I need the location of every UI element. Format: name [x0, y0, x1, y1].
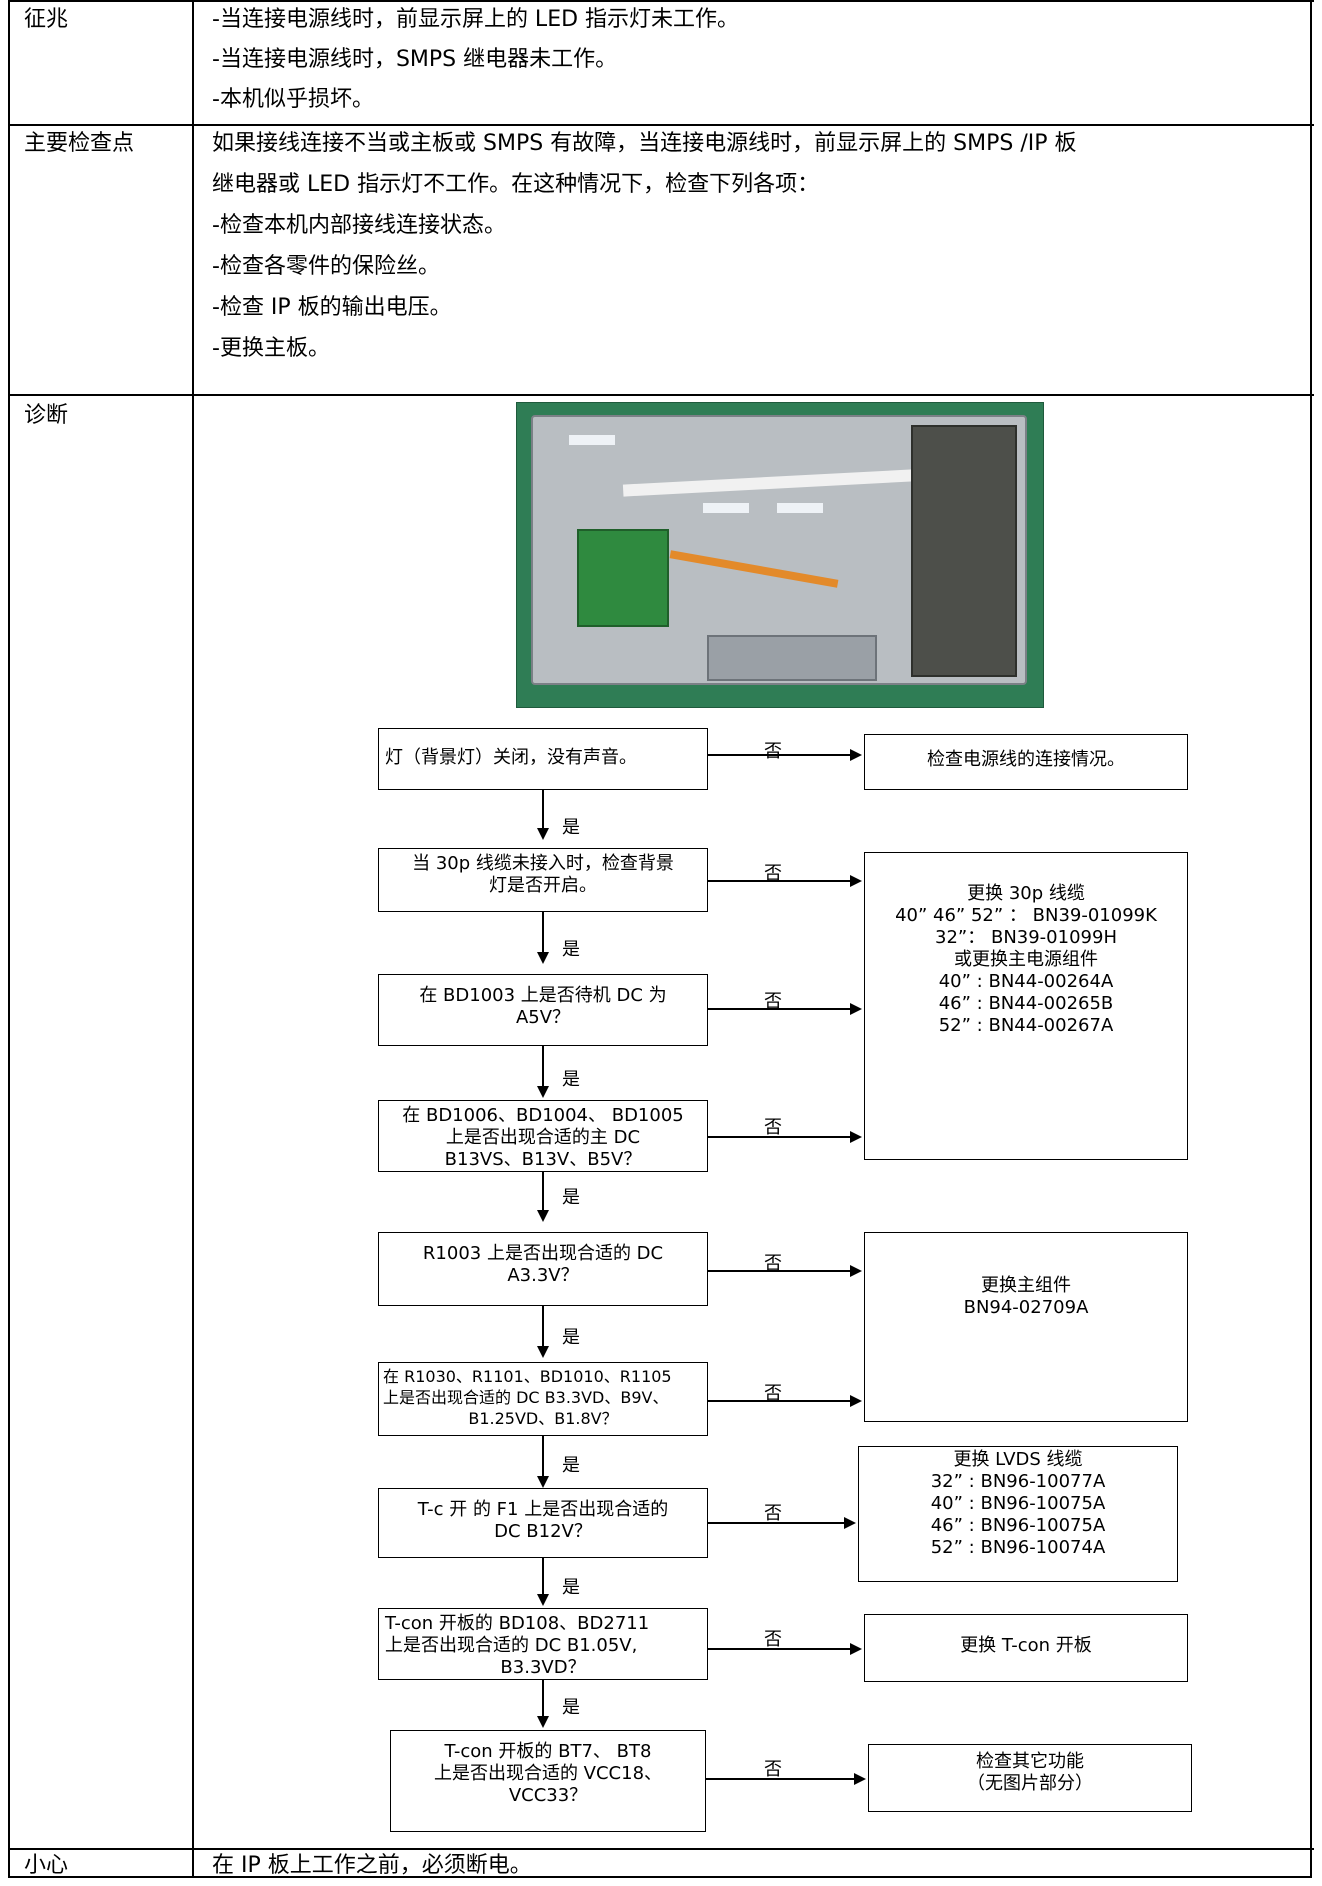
yes-label: 是 [562, 939, 580, 960]
yes-label: 是 [562, 1455, 580, 1476]
no-arrow [708, 1265, 862, 1277]
yes-arrow [537, 790, 549, 840]
action-replace-lvds-cable: 更换 LVDS 线缆 32” : BN96-10077A 40” : BN96-… [858, 1446, 1178, 1582]
yes-arrow [537, 1172, 549, 1222]
tv-rear-photo [516, 402, 1044, 708]
symptom-line: -当连接电源线时，前显示屏上的 LED 指示灯未工作。 [212, 7, 740, 32]
yes-label: 是 [562, 1069, 580, 1090]
action-replace-main-assembly: 更换主组件 BN94-02709A [864, 1232, 1188, 1422]
row-label-diagnosis: 诊断 [24, 403, 69, 428]
action-replace-tcon-board: 更换 T-con 开板 [864, 1614, 1188, 1682]
yes-arrow [537, 1436, 549, 1488]
no-arrow [708, 1395, 862, 1407]
tv-back-panel [531, 415, 1027, 685]
caution-line: 在 IP 板上工作之前，必须断电。 [212, 1853, 532, 1878]
action-replace-30p-cable: 更换 30p 线缆 40” 46” 52” ： BN39-01099K 32”：… [864, 852, 1188, 1160]
no-label: 否 [764, 1629, 782, 1650]
no-arrow [708, 1517, 856, 1529]
yes-arrow [537, 1680, 549, 1728]
checkpoint-line: -检查本机内部接线连接状态。 [212, 213, 506, 238]
no-label: 否 [764, 863, 782, 884]
checkpoint-line: 如果接线连接不当或主板或 SMPS 有故障，当连接电源线时，前显示屏上的 SMP… [212, 131, 1077, 156]
flow-step-1: 灯（背景灯）关闭，没有声音。 [378, 728, 708, 790]
checkpoint-line: 继电器或 LED 指示灯不工作。在这种情况下，检查下列各项： [212, 172, 820, 197]
no-arrow [708, 1003, 862, 1015]
yes-label: 是 [562, 1327, 580, 1348]
no-label: 否 [764, 1117, 782, 1138]
no-arrow [708, 1643, 862, 1655]
flow-step-5: R1003 上是否出现合适的 DC A3.3V？ [378, 1232, 708, 1306]
no-label: 否 [764, 991, 782, 1012]
yes-label: 是 [562, 1577, 580, 1598]
yes-arrow [537, 1558, 549, 1606]
action-check-other-functions: 检查其它功能 （无图片部分） [868, 1744, 1192, 1812]
no-arrow [708, 1131, 862, 1143]
troubleshooting-table: 征兆 -当连接电源线时，前显示屏上的 LED 指示灯未工作。 -当连接电源线时，… [8, 0, 1314, 1878]
yes-label: 是 [562, 1697, 580, 1718]
stand-bracket [707, 635, 877, 681]
yes-arrow [537, 1046, 549, 1098]
flow-step-9: T-con 开板的 BT7、 BT8 上是否出现合适的 VCC18、 VCC33… [390, 1730, 706, 1832]
checkpoint-line: -更换主板。 [212, 336, 330, 361]
no-label: 否 [764, 1759, 782, 1780]
no-arrow [706, 1773, 866, 1785]
row-border [10, 1848, 1314, 1850]
row-border [10, 124, 1314, 126]
no-arrow [708, 875, 862, 887]
flow-step-2: 当 30p 线缆未接入时，检查背景 灯是否开启。 [378, 848, 708, 912]
flow-step-3: 在 BD1003 上是否待机 DC 为 A5V？ [378, 974, 708, 1046]
row-border [10, 0, 1314, 2]
row-label-caution: 小心 [24, 1853, 69, 1878]
flow-step-8: T-con 开板的 BD108、BD2711 上是否出现合适的 DC B1.05… [378, 1608, 708, 1680]
no-label: 否 [764, 1503, 782, 1524]
no-label: 否 [764, 1253, 782, 1274]
flow-step-4: 在 BD1006、BD1004、 BD1005 上是否出现合适的主 DC B13… [378, 1100, 708, 1172]
lvds-cable [669, 550, 839, 588]
no-label: 否 [764, 1383, 782, 1404]
main-board [577, 529, 669, 627]
yes-arrow [537, 1306, 549, 1358]
action-check-power-cable: 检查电源线的连接情况。 [864, 734, 1188, 790]
flow-step-6: 在 R1030、R1101、BD1010、R1105 上是否出现合适的 DC B… [378, 1362, 708, 1436]
flow-step-7: T-c 开 的 F1 上是否出现合适的 DC B12V？ [378, 1488, 708, 1558]
column-divider [192, 0, 194, 1878]
row-label-symptom: 征兆 [24, 7, 69, 32]
power-board [911, 425, 1017, 677]
yes-label: 是 [562, 817, 580, 838]
row-border [10, 394, 1314, 396]
yes-arrow [537, 912, 549, 964]
symptom-line: -本机似乎损坏。 [212, 87, 374, 112]
no-arrow [708, 749, 862, 761]
row-label-main-checkpoints: 主要检查点 [24, 131, 135, 156]
symptom-line: -当连接电源线时，SMPS 继电器未工作。 [212, 47, 618, 72]
flat-cable [622, 469, 914, 497]
yes-label: 是 [562, 1187, 580, 1208]
no-label: 否 [764, 741, 782, 762]
checkpoint-line: -检查 IP 板的输出电压。 [212, 295, 452, 320]
checkpoint-line: -检查各零件的保险丝。 [212, 254, 440, 279]
document-frame: 征兆 -当连接电源线时，前显示屏上的 LED 指示灯未工作。 -当连接电源线时，… [8, 0, 1314, 1878]
